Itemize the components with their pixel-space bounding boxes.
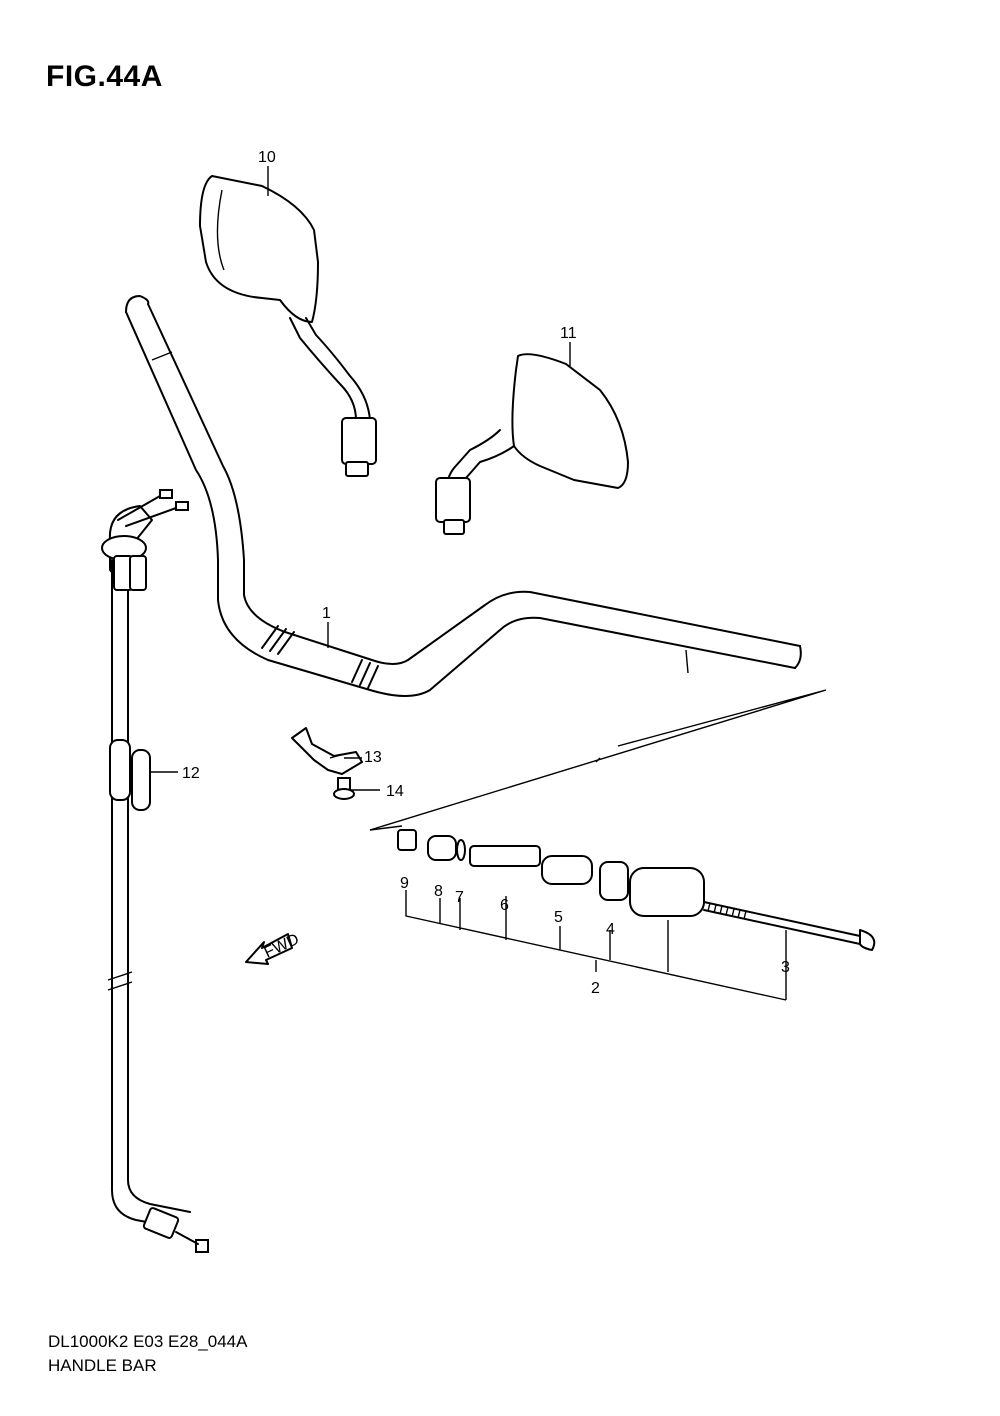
label-part-1: 1: [322, 605, 331, 622]
footer: DL1000K2 E03 E28_044A HANDLE BAR: [48, 1330, 247, 1378]
label-part-10: 10: [258, 149, 276, 166]
spacer-part-9[interactable]: [397, 829, 417, 851]
grip-band-left: [261, 625, 295, 655]
label-part-2: 2: [591, 980, 600, 997]
bolt-part-14[interactable]: [333, 777, 355, 800]
label-part-11: 11: [560, 325, 577, 342]
label-part-4: 4: [606, 921, 615, 938]
handlebar-part-1[interactable]: [125, 295, 802, 697]
throttle-cable-part-12[interactable]: [101, 489, 209, 1253]
figure-title: FIG.44A: [46, 60, 163, 93]
label-part-9: 9: [400, 875, 409, 892]
label-part-6: 6: [500, 897, 509, 914]
label-part-5: 5: [554, 909, 563, 926]
mirror-right-part-11[interactable]: [435, 353, 629, 535]
fwd-label: FWD: [262, 931, 302, 962]
bushing-part-8[interactable]: [427, 835, 457, 861]
clamp-part-13[interactable]: [291, 727, 363, 775]
label-part-7: 7: [455, 889, 464, 906]
grip-band-right: [351, 659, 379, 689]
collar-part-6[interactable]: [469, 845, 541, 867]
diagram-name: HANDLE BAR: [48, 1356, 157, 1375]
rubber-part-5[interactable]: [541, 855, 593, 885]
label-part-8: 8: [434, 883, 443, 900]
label-part-3: 3: [781, 959, 790, 976]
label-part-12: 12: [182, 765, 200, 782]
mirror-left-part-10[interactable]: [199, 175, 377, 477]
leader-lines: [150, 166, 571, 791]
nut-part-4[interactable]: [599, 861, 629, 901]
balancer-assembly-part-2[interactable]: [369, 689, 876, 1001]
label-part-13: 13: [364, 749, 382, 766]
diagram-code: DL1000K2 E03 E28_044A: [48, 1332, 248, 1351]
label-part-14: 14: [386, 783, 404, 800]
screw-part-3[interactable]: [703, 901, 876, 951]
washer-part-7[interactable]: [456, 839, 466, 861]
fwd-arrow-icon: FWD: [245, 931, 302, 965]
balancer-weight[interactable]: [629, 867, 705, 917]
